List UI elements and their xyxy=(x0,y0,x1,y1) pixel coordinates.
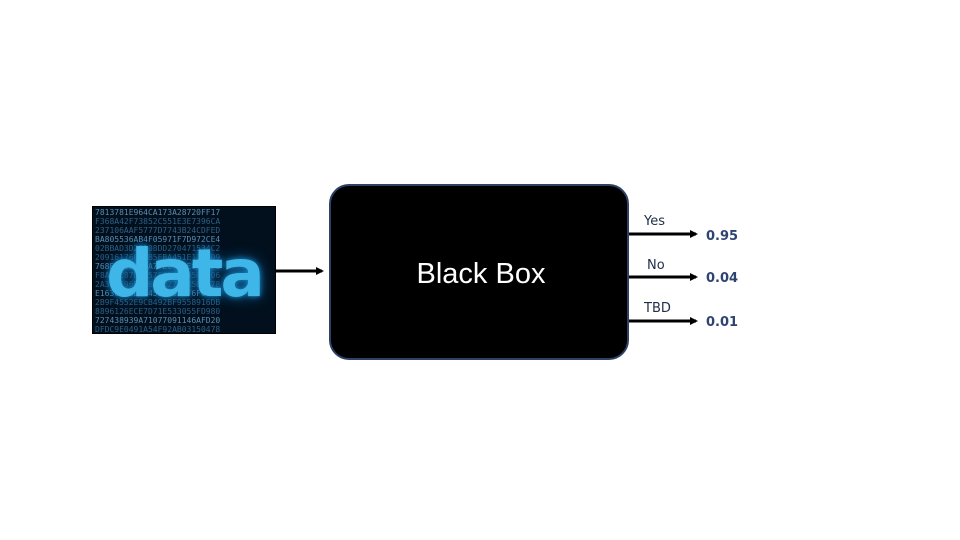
data-matrix-background: 7813781E964CA173A28720FF17F368A42F73852C… xyxy=(95,208,220,333)
glyph-row: 8896126ECE7D71E533055FD980 xyxy=(95,307,220,316)
output-label-yes: Yes xyxy=(644,214,665,229)
glyph-row: 7813781E964CA173A28720FF17 xyxy=(95,208,220,217)
glyph-row: 237106AAF5777D7743B24CDFED xyxy=(95,226,220,235)
black-box-model: Black Box xyxy=(329,184,629,360)
glyph-row: F368A42F73852C551E3E7396CA xyxy=(95,217,220,226)
glyph-row: 2A3B4E96D256E9127468500B78 xyxy=(95,280,220,289)
glyph-row: 768E861EA7EA7FE67BCE8FAD71 xyxy=(95,262,220,271)
glyph-row: 727438939A71077091146AFD20 xyxy=(95,316,220,325)
glyph-row: DFDC9E0491A54F92AB03150478 xyxy=(95,325,220,333)
output-label-no: No xyxy=(647,258,665,273)
glyph-row: BA805536AB4F05971F7D972CE4 xyxy=(95,235,220,244)
probability-tbd: 0.01 xyxy=(706,315,739,330)
glyph-row: E163602BD08453B73AEF6FC613 xyxy=(95,289,220,298)
glyph-row: 209161760C7B5EBA451E112409 xyxy=(95,253,220,262)
glyph-row: F8A6CC87EB057FA2A23850F806 xyxy=(95,271,220,280)
black-box-label: Black Box xyxy=(416,257,546,290)
probability-yes: 0.95 xyxy=(706,229,739,244)
glyph-row: 02BBAD3D20108DD270471534C2 xyxy=(95,244,220,253)
output-label-tbd: TBD xyxy=(644,301,671,316)
probability-no: 0.04 xyxy=(706,271,739,286)
data-word: data xyxy=(106,235,265,312)
glyph-row: 2B9F4552E9CB492BF9558916DB xyxy=(95,298,220,307)
